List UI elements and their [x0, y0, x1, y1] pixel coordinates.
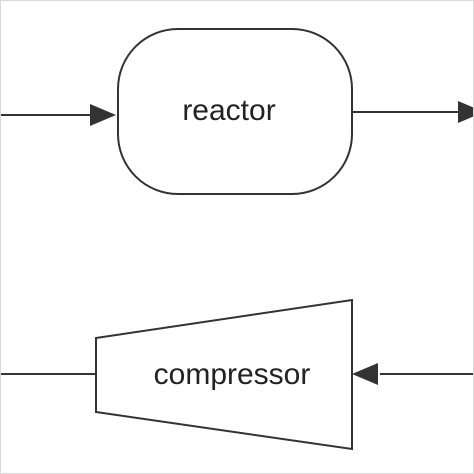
reactor-node[interactable]: reactor: [117, 28, 353, 195]
edge-into-compressor[interactable]: [352, 363, 474, 385]
compressor-label: compressor: [154, 358, 311, 391]
arrowhead-icon: [458, 101, 474, 123]
compressor-shape: [95, 298, 353, 451]
arrowhead-icon: [352, 363, 378, 385]
edge-into-reactor[interactable]: [0, 104, 116, 126]
edge-from-reactor[interactable]: [352, 101, 474, 123]
compressor-node[interactable]: compressor: [95, 298, 353, 451]
arrowhead-icon: [90, 104, 116, 126]
reactor-label: reactor: [182, 94, 275, 127]
